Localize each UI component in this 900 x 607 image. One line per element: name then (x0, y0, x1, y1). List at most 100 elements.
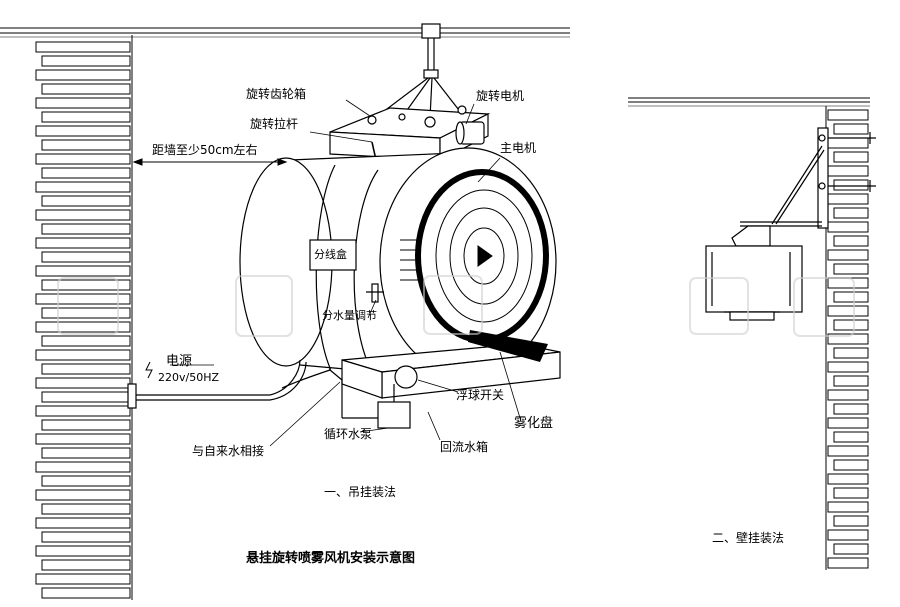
return-tank-label: 回流水箱 (440, 440, 489, 454)
brick (833, 123, 869, 135)
brick (827, 361, 869, 373)
brick (827, 305, 869, 317)
brick (827, 333, 869, 345)
brick (827, 193, 869, 205)
brick (35, 377, 131, 389)
wall-fan (705, 225, 803, 321)
float-switch-shape (394, 365, 418, 389)
brick (827, 473, 869, 485)
brick (35, 405, 131, 417)
brick (41, 587, 131, 599)
atomizer-disc-shape (468, 330, 548, 362)
brick (833, 543, 869, 555)
brick (41, 391, 131, 403)
brick (833, 403, 869, 415)
brick (833, 263, 869, 275)
brick (35, 125, 131, 137)
power-spec-label: 220v/50HZ (158, 371, 220, 384)
pull-rod-label: 旋转拉杆 (250, 117, 299, 131)
brick (35, 181, 131, 193)
brick (41, 363, 131, 375)
brick (35, 153, 131, 165)
brick (41, 167, 131, 179)
hanging-bracket (374, 23, 463, 121)
brick (41, 503, 131, 515)
brick (35, 349, 131, 361)
brick (41, 279, 131, 291)
lightning-icon (145, 361, 153, 379)
circ-pump-label: 循环水泵 (324, 427, 373, 441)
wall-distance-label: 距墙至少50cm左右 (152, 143, 258, 157)
right-ceiling-beam (628, 97, 870, 107)
brick (833, 179, 869, 191)
brick (827, 557, 869, 569)
brick (833, 235, 869, 247)
brick (827, 445, 869, 457)
brick (833, 207, 869, 219)
brick (35, 517, 131, 529)
brick (41, 531, 131, 543)
brick (35, 433, 131, 445)
brick (833, 375, 869, 387)
brick (35, 293, 131, 305)
brick (35, 573, 131, 585)
rotate-motor-shape (455, 121, 485, 145)
wall-bracket (740, 127, 876, 229)
power-title-label: 电源 (166, 354, 193, 369)
distance-dimension (132, 158, 288, 166)
brick (833, 487, 869, 499)
main-motor-label: 主电机 (500, 141, 537, 155)
brick (827, 137, 869, 149)
left-brick-wall (35, 35, 133, 600)
rotate-motor-label: 旋转电机 (476, 89, 525, 103)
brick (41, 447, 131, 459)
brick (827, 165, 869, 177)
brick (35, 321, 131, 333)
brick (35, 209, 131, 221)
brick (833, 431, 869, 443)
brick (833, 319, 869, 331)
power-cable (127, 359, 307, 409)
brick (41, 223, 131, 235)
gearbox-label: 旋转齿轮箱 (246, 87, 307, 101)
leader-lines (170, 99, 521, 447)
brick (827, 389, 869, 401)
atomizer-disc-label: 雾化盘 (514, 416, 554, 431)
brick (35, 489, 131, 501)
junction-box-label: 分线盒 (314, 248, 347, 261)
brick (827, 109, 869, 121)
brick (41, 55, 131, 67)
brick (833, 347, 869, 359)
brick (35, 461, 131, 473)
brick (833, 459, 869, 471)
tap-water-label: 与自来水相接 (192, 444, 265, 458)
float-switch-label: 浮球开关 (456, 388, 505, 402)
brick (41, 139, 131, 151)
brick (35, 41, 131, 53)
brick (827, 501, 869, 513)
brick (41, 419, 131, 431)
brick (41, 251, 131, 263)
brick (41, 111, 131, 123)
brick (827, 277, 869, 289)
water-valve-label: 分水量调节 (322, 309, 377, 322)
junction-box-shape (309, 239, 357, 271)
brick (833, 515, 869, 527)
brick (35, 97, 131, 109)
brick (827, 417, 869, 429)
brick (41, 335, 131, 347)
brick (35, 237, 131, 249)
brick (35, 69, 131, 81)
brick (827, 529, 869, 541)
right-brick-wall (825, 106, 869, 570)
brick (41, 475, 131, 487)
brick (41, 195, 131, 207)
brick (41, 83, 131, 95)
watermark (57, 275, 855, 337)
circ-pump-shape (377, 401, 411, 429)
method-2-label: 二、壁挂装法 (712, 531, 785, 545)
brick (35, 265, 131, 277)
return-tank-shape (341, 343, 561, 399)
ceiling-beam (0, 27, 570, 38)
brick (827, 221, 869, 233)
